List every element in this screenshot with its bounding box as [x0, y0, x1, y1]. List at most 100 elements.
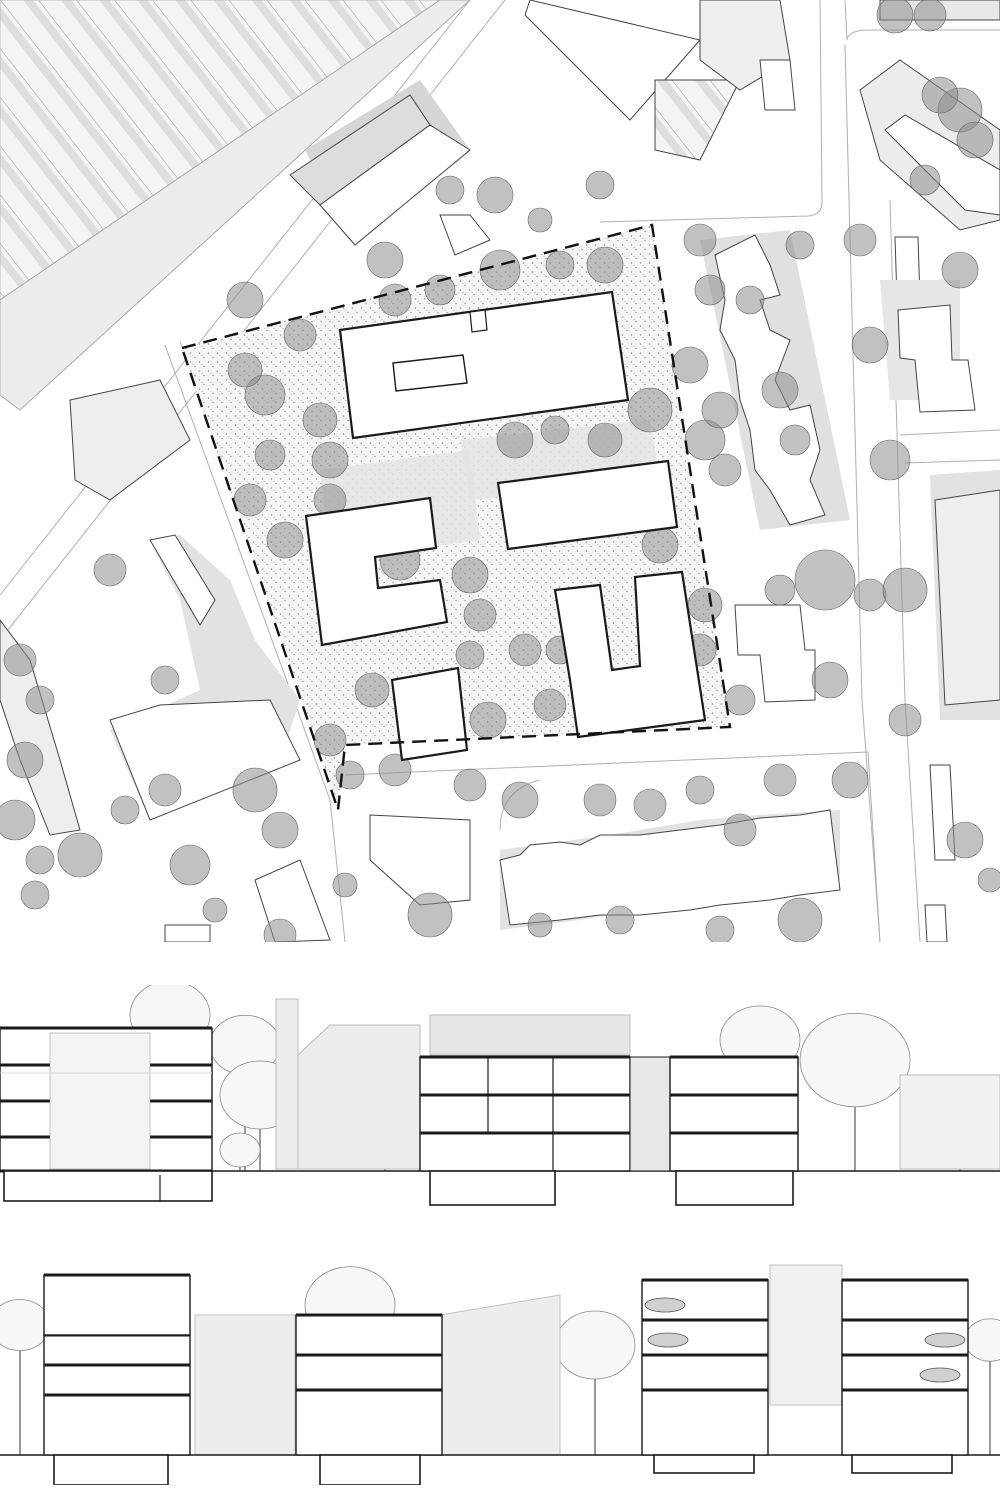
tree-canopy	[724, 684, 756, 716]
section-b-parking-building	[641, 1278, 969, 1474]
tree-canopy	[148, 773, 182, 807]
tree-canopy	[777, 897, 823, 942]
section-a-tree	[219, 1132, 261, 1168]
tree-canopy	[311, 441, 349, 479]
tree-canopy	[876, 0, 914, 34]
tree-canopy	[202, 897, 228, 923]
tree-canopy	[605, 905, 635, 935]
tree-canopy	[583, 783, 617, 817]
building-south-east-u	[553, 570, 707, 739]
tree-canopy	[261, 811, 299, 849]
tree-canopy	[705, 915, 735, 942]
section-a-building-right	[669, 1055, 799, 1206]
tree-canopy	[735, 285, 765, 315]
tree-canopy	[585, 170, 615, 200]
tree-canopy	[701, 391, 739, 429]
tree-canopy	[956, 121, 994, 159]
tree-canopy	[685, 775, 715, 805]
tree-canopy	[708, 453, 742, 487]
tree-canopy	[263, 918, 297, 942]
tree-canopy	[150, 665, 180, 695]
tree-canopy	[266, 521, 304, 559]
tree-canopy	[335, 760, 365, 790]
tree-canopy	[378, 283, 412, 317]
tree-canopy	[764, 574, 796, 606]
tree-canopy	[869, 439, 911, 481]
building-east	[496, 459, 679, 551]
tree-canopy	[941, 251, 979, 289]
tree-canopy	[508, 633, 542, 667]
tree-canopy	[232, 767, 278, 813]
context-buildings	[0, 0, 1000, 942]
tree-canopy	[533, 688, 567, 722]
tree-canopy	[6, 741, 44, 779]
tree-canopy	[586, 246, 624, 284]
tree-canopy	[587, 422, 623, 458]
tree-canopy	[785, 230, 815, 260]
tree-canopy	[909, 164, 941, 196]
tree-canopy	[226, 281, 264, 319]
section-a-building-left	[0, 1026, 213, 1202]
tree-canopy	[354, 672, 390, 708]
tree-canopy	[831, 761, 869, 799]
tree-canopy	[527, 912, 553, 938]
tree-canopy	[110, 795, 140, 825]
tree-canopy	[977, 867, 1000, 893]
site-boundary	[180, 223, 732, 811]
tree-canopy	[93, 553, 127, 587]
tree-canopy	[469, 701, 507, 739]
tree-canopy	[811, 661, 849, 699]
new-buildings	[304, 290, 707, 762]
tree-canopy	[169, 844, 211, 886]
tree-canopy	[25, 685, 55, 715]
tree-canopy	[25, 845, 55, 875]
tree-canopy	[435, 175, 465, 205]
tree-canopy	[882, 567, 928, 613]
site-plan	[0, 0, 1000, 942]
tree-canopy	[851, 326, 889, 364]
section-b	[0, 1264, 1000, 1485]
tree-canopy	[244, 374, 286, 416]
tree-canopy	[671, 346, 709, 384]
tree-canopy	[57, 832, 103, 878]
tree-canopy	[527, 207, 553, 233]
building-south-west	[390, 666, 469, 762]
tree-canopy	[302, 402, 338, 438]
tree-canopy	[424, 274, 456, 306]
section-b-background	[194, 1264, 843, 1456]
section-b-tree	[0, 1299, 51, 1351]
tree-canopy	[463, 598, 497, 632]
tree-canopy	[283, 318, 317, 352]
tree-canopy	[763, 763, 797, 797]
tree-canopy	[366, 241, 404, 279]
section-a-building-middle	[419, 1055, 671, 1206]
building-north	[338, 290, 630, 440]
tree-canopy	[761, 371, 799, 409]
tree-canopy	[378, 753, 412, 787]
tree-canopy	[501, 781, 539, 819]
tree-canopy	[888, 703, 922, 737]
tree-canopy	[3, 643, 37, 677]
section-b-tree	[554, 1310, 636, 1380]
section-a	[0, 985, 1000, 1206]
tree-canopy	[633, 788, 667, 822]
tree-canopy	[794, 549, 856, 611]
building-north-stair	[469, 309, 488, 333]
tree-canopy	[496, 421, 534, 459]
tree-canopy	[407, 892, 453, 938]
tree-canopy	[641, 526, 679, 564]
tree-canopy	[476, 176, 514, 214]
section-b-building-2	[295, 1313, 443, 1485]
tree-canopy	[913, 0, 947, 32]
tree-canopy	[779, 424, 811, 456]
tree-canopy	[453, 768, 487, 802]
tree-canopy	[540, 415, 570, 445]
tree-canopy	[921, 76, 959, 114]
tree-canopy	[479, 249, 521, 291]
tree-canopy	[227, 352, 263, 388]
section-b-tree	[964, 1318, 1000, 1362]
tree-canopy	[694, 274, 726, 306]
tree-canopy	[627, 387, 673, 433]
tree-canopy	[946, 821, 984, 859]
